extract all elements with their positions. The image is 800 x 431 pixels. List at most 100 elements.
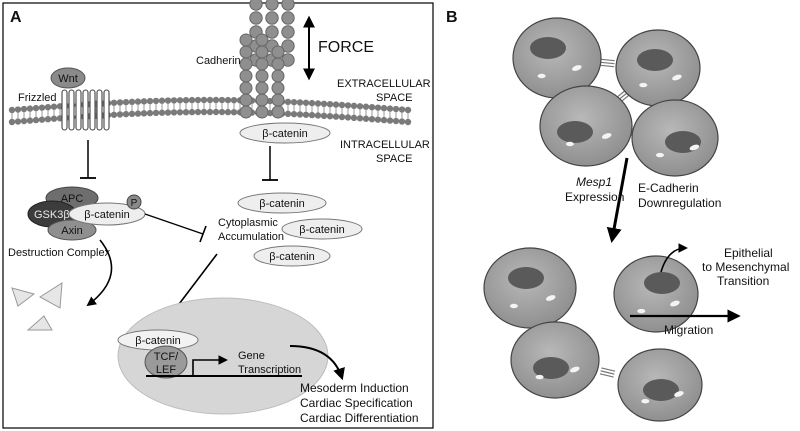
lipid-head: [404, 118, 412, 126]
panel-b: B Mesp1 Expression E-Cadherin Downregula…: [446, 9, 789, 422]
membrane-beta-catenin: [239, 122, 331, 144]
lipid-head: [140, 110, 148, 117]
lipid-head: [404, 106, 412, 114]
lipid-head: [392, 117, 400, 125]
frizzled-helix: [68, 89, 75, 131]
ecadherin-label-1: E-Cadherin: [638, 181, 699, 195]
lipid-head: [26, 117, 34, 124]
cytoplasmic-beta-catenin-label: β-catenin: [259, 198, 304, 210]
lipid-head: [296, 99, 304, 106]
phosphate: [126, 194, 142, 210]
lipid-head: [338, 101, 346, 109]
granule: [572, 65, 582, 71]
cadherin-domain: [239, 33, 253, 47]
cadherin-domain: [281, 11, 295, 25]
adherens-junction: [600, 370, 615, 375]
transcription-start-arrow: [192, 355, 228, 376]
cadherin-domain: [271, 69, 285, 83]
cytoplasmic-beta-catenin-label: β-catenin: [299, 224, 344, 236]
emt-label-3: Transition: [717, 274, 769, 288]
lipid-head: [176, 109, 184, 116]
lipid-head: [308, 111, 316, 119]
cadherin-domain: [255, 105, 269, 119]
granule: [674, 391, 684, 397]
force-label: FORCE: [318, 39, 374, 56]
intracellular-label-1: INTRACELLULAR: [340, 139, 430, 151]
extracellular-label-2: SPACE: [376, 92, 412, 104]
lipid-head: [44, 103, 52, 111]
lipid-head: [128, 110, 136, 118]
lipid-head: [200, 96, 208, 104]
lipid-head: [32, 104, 40, 112]
lipid-head: [302, 99, 310, 106]
lipid-head: [374, 104, 382, 111]
lipid-head: [50, 115, 58, 122]
cadherin-domain: [255, 69, 269, 83]
cadherin-domain: [281, 39, 295, 53]
lipid-head: [50, 103, 58, 110]
lipid-head: [362, 115, 370, 122]
cytoplasmic-beta-catenin: [237, 192, 327, 214]
lipid-head: [176, 97, 184, 104]
cadherin-domain: [239, 45, 253, 59]
ecadherin-label-2: Downregulation: [638, 196, 721, 210]
lipid-head: [158, 109, 166, 116]
wnt-label: Wnt: [58, 73, 78, 85]
lipid-head: [170, 97, 178, 104]
lipid-head: [20, 117, 28, 125]
cytoplasmic-beta-catenin-label: β-catenin: [269, 251, 314, 263]
lipid-head: [332, 113, 340, 120]
cadherin-domain: [239, 81, 253, 95]
adherens-junction: [600, 61, 615, 65]
lipid-head: [380, 104, 388, 112]
lipid-head: [38, 116, 46, 123]
degradation-arrow: [86, 239, 113, 307]
lipid-head: [218, 108, 226, 116]
cadherin-domain: [265, 0, 279, 11]
lipid-head: [116, 99, 124, 106]
cell-nucleus: [533, 357, 569, 379]
lipid-head: [284, 110, 292, 118]
lipid-head: [140, 98, 148, 105]
cadherin-domain: [271, 93, 285, 107]
cell-nucleus: [508, 267, 544, 289]
cadherin-domain: [265, 25, 279, 39]
lipid-head: [212, 108, 220, 116]
lipid-head: [302, 111, 310, 118]
granule: [565, 141, 574, 147]
lipid-head: [374, 116, 382, 123]
frizzled-helix: [96, 89, 103, 131]
lipid-head: [308, 99, 316, 107]
lipid-head: [326, 112, 334, 120]
destruction-complex: APC GSK3β Axin β-catenin P: [27, 186, 146, 241]
cadherin-domain: [281, 0, 295, 11]
lipid-head: [170, 109, 178, 116]
cell: [613, 255, 699, 333]
lipid-head: [164, 109, 172, 116]
membrane-beta-catenin-label: β-catenin: [262, 128, 307, 140]
lipid-head: [116, 111, 124, 118]
lipid-head: [188, 96, 196, 104]
cadherin-domain: [255, 57, 269, 71]
lipid-head: [134, 98, 142, 105]
cytoplasmic-beta-catenin: [281, 218, 363, 240]
lipid-head: [356, 115, 364, 122]
tcf-lef-protein: [144, 345, 188, 379]
lipid-head: [194, 108, 202, 116]
cadherin-domain: [255, 33, 269, 47]
lipid-head: [146, 109, 154, 117]
cell-nucleus: [557, 121, 593, 143]
lipid-head: [362, 103, 370, 110]
lipid-head: [224, 108, 232, 116]
lipid-head: [290, 98, 298, 106]
mesp1-label: Mesp1: [576, 175, 612, 189]
lipid-head: [20, 105, 28, 113]
frizzled-helix: [89, 89, 96, 131]
cadherin-label: Cadherin: [196, 55, 241, 67]
lipid-head: [350, 102, 358, 110]
gsk3b-label: GSK3β: [34, 209, 70, 221]
lipid-head: [296, 111, 304, 118]
lipid-head: [212, 96, 220, 104]
adherens-junction: [600, 58, 615, 62]
lipid-head: [320, 112, 328, 120]
